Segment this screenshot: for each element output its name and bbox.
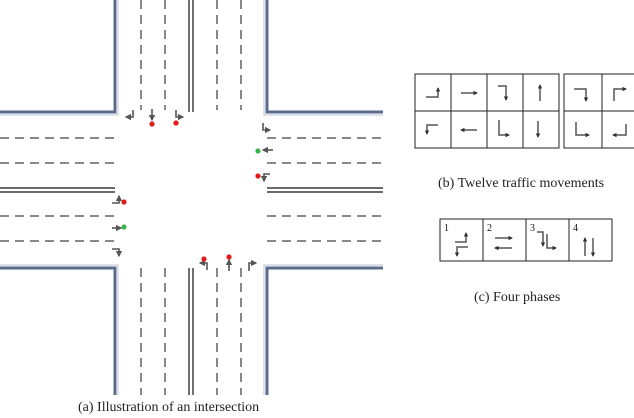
east-signals bbox=[255, 148, 261, 179]
west-approach-arrows bbox=[112, 194, 123, 258]
east-right-turn-icon bbox=[262, 123, 272, 134]
south-left-turn-icon bbox=[498, 85, 509, 101]
caption-intersection: (a) Illustration of an intersection bbox=[78, 400, 260, 415]
west-approach-lanes bbox=[0, 137, 115, 242]
south-approach-arrows bbox=[198, 258, 258, 271]
phase-number: 2 bbox=[487, 223, 492, 234]
phase-number: 1 bbox=[444, 223, 449, 234]
signal-light bbox=[121, 199, 127, 205]
north-signals bbox=[149, 120, 179, 127]
east-left-turn-icon bbox=[426, 87, 441, 98]
right-turn-west-icon bbox=[612, 124, 627, 138]
left-turn-north-south-icon bbox=[537, 231, 557, 251]
south-left-turn-icon bbox=[198, 259, 208, 270]
right-turn-south-icon bbox=[574, 88, 589, 102]
through-north-south-icon bbox=[582, 237, 596, 257]
signal-light bbox=[226, 254, 232, 260]
intersection-illustration bbox=[0, 0, 383, 395]
phase-number: 3 bbox=[530, 223, 535, 234]
east-approach-lanes bbox=[267, 137, 383, 242]
signal-light bbox=[255, 173, 261, 179]
west-left-turn-icon bbox=[112, 194, 123, 204]
twelve-movements-grid bbox=[414, 73, 634, 149]
curb-top-left bbox=[0, 0, 117, 114]
signal-light bbox=[201, 256, 207, 262]
east-approach-arrows bbox=[260, 123, 273, 183]
curbs bbox=[0, 0, 383, 395]
four-phases-grid: 1 2 3 4 bbox=[439, 218, 613, 262]
west-left-turn-icon bbox=[424, 124, 438, 135]
caption-movements: (b) Twelve traffic movements bbox=[438, 176, 605, 191]
signal-light bbox=[173, 120, 179, 126]
north-right-turn-icon bbox=[124, 110, 134, 121]
signal-light bbox=[121, 224, 127, 230]
south-right-turn-icon bbox=[248, 259, 258, 271]
right-turn-east-icon bbox=[613, 86, 627, 101]
curb-bottom-left bbox=[0, 266, 117, 395]
south-signals bbox=[201, 254, 232, 262]
through-east-west-icon bbox=[494, 235, 513, 251]
east-left-turn-icon bbox=[260, 173, 270, 183]
south-approach-lanes bbox=[140, 268, 242, 395]
west-signals bbox=[121, 199, 127, 230]
curb-bottom-right bbox=[265, 266, 383, 395]
signal-light bbox=[255, 148, 261, 154]
curb-top-right bbox=[265, 0, 383, 114]
north-approach-lanes bbox=[140, 0, 242, 112]
phase-number: 4 bbox=[573, 223, 578, 234]
north-approach-arrows bbox=[124, 109, 185, 122]
caption-phases: (c) Four phases bbox=[474, 290, 561, 305]
left-turn-east-west-icon bbox=[454, 232, 469, 257]
north-left-turn-icon bbox=[498, 120, 510, 138]
north-left-turn-icon bbox=[175, 110, 185, 121]
signal-light bbox=[149, 121, 155, 127]
west-right-turn-icon bbox=[112, 248, 123, 258]
right-turn-north-icon bbox=[575, 122, 590, 138]
